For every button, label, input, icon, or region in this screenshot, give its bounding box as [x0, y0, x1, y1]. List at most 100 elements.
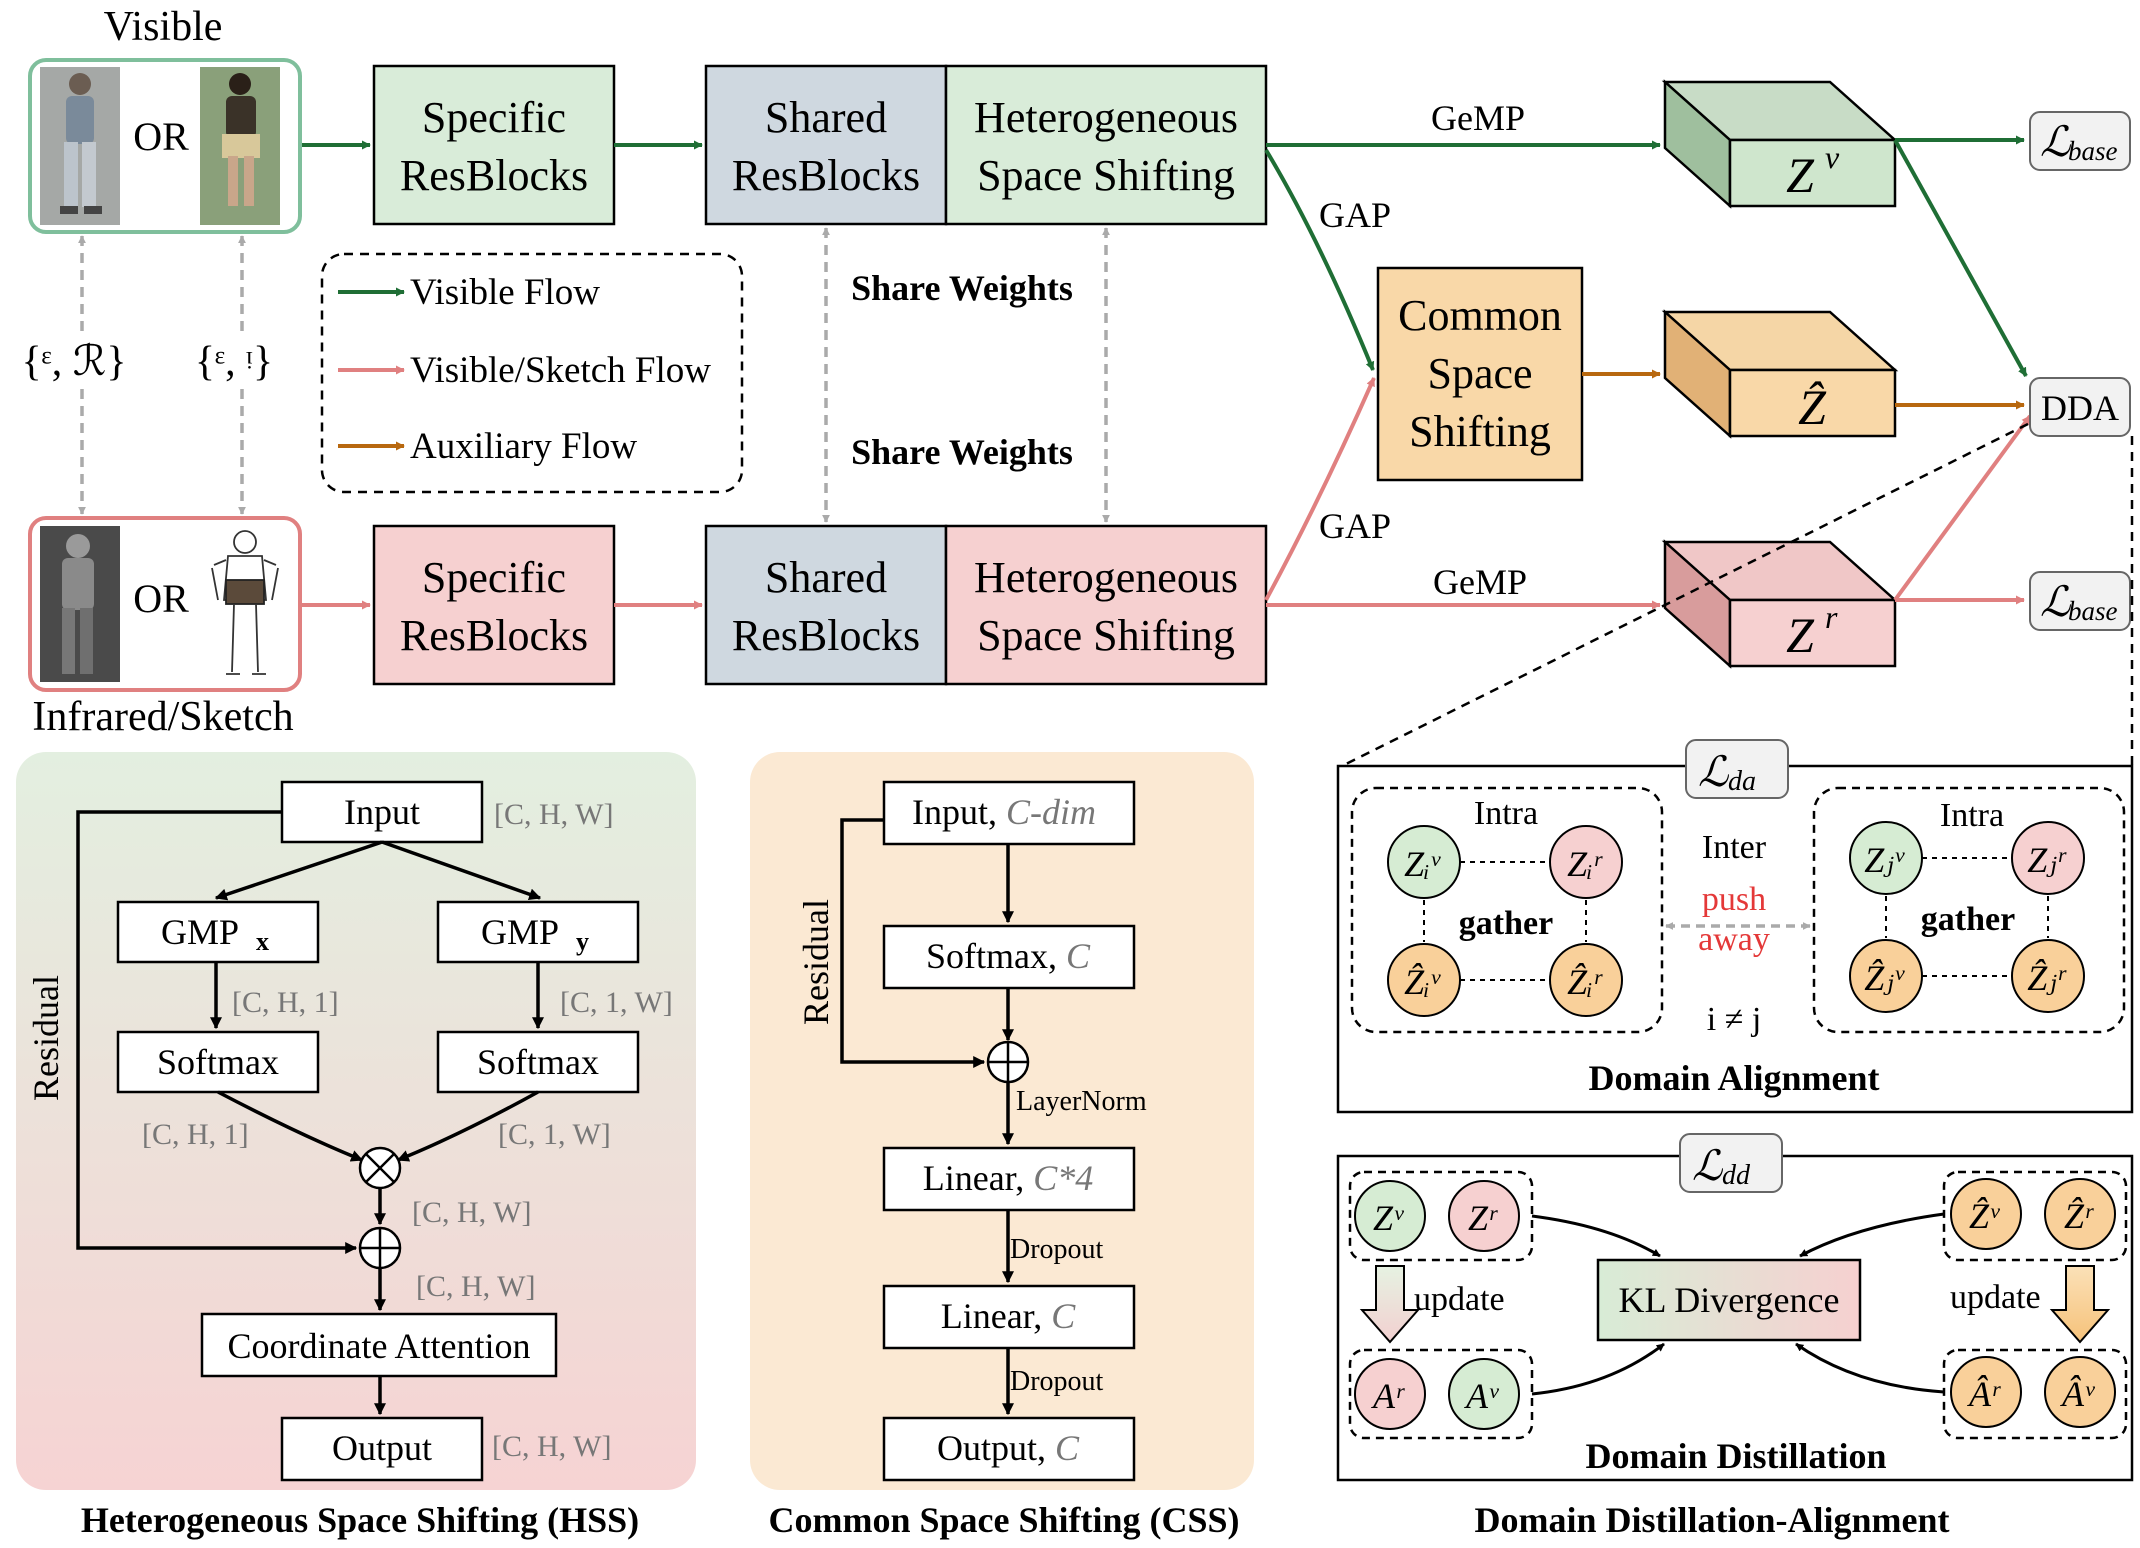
svg-text:ResBlocks: ResBlocks — [732, 151, 920, 200]
vs-pair-label-bg — [172, 332, 302, 388]
svg-text:DDA: DDA — [2041, 388, 2119, 428]
node-zhat-i-r: Ẑᵢʳ — [1549, 943, 1623, 1017]
domain-distillation-title: Domain Distillation — [1585, 1436, 1886, 1476]
hss-gmp-x: GMP — [161, 912, 239, 952]
svg-text:Input, C-dim: Input, C-dim — [912, 792, 1096, 832]
css-input: Input, — [912, 792, 1006, 832]
domain-distillation-panel: ℒ dd Zᵛ Zʳ Aʳ Aᵛ Ẑᵛ Ẑʳ Âʳ Âᵛ update upda… — [1336, 1133, 2134, 1482]
css-linear-1: Linear, — [923, 1158, 1034, 1198]
share-weights-bg-1 — [838, 262, 1088, 312]
vr-pair-label: {ᵋ, ℛ} — [22, 339, 127, 385]
svg-text:Z: Z — [1786, 607, 1815, 663]
hss-dim-add: [C, H, W] — [416, 1270, 535, 1303]
domain-alignment-panel: ℒ da Intra Intra Zᵢᵛ Zᵢʳ Ẑᵢᵛ Ẑᵢʳ gather … — [1336, 739, 2134, 1114]
gather-label-left: gather — [1459, 905, 1553, 942]
node-zj-v: Zⱼᵛ — [1849, 821, 1923, 895]
svg-text:Shifting: Shifting — [1409, 407, 1551, 456]
vs-pair-label: {ᵋ, ᵎ} — [195, 339, 273, 385]
svg-text:Heterogeneous: Heterogeneous — [974, 553, 1238, 602]
svg-text:Ẑⱼʳ: Ẑⱼʳ — [2027, 958, 2067, 998]
hss-dim-ch1-b: [C, H, 1] — [142, 1118, 249, 1151]
loss-da-badge: ℒ da — [1685, 739, 1789, 799]
hss-dim-ch1-a: [C, H, 1] — [232, 986, 339, 1019]
node-ahat-r-dd: Âʳ — [1950, 1356, 2022, 1428]
svg-text:ResBlocks: ResBlocks — [400, 611, 588, 660]
svg-text:Ẑⱼᵛ: Ẑⱼᵛ — [1864, 958, 1905, 998]
hss-dim-mult: [C, H, W] — [412, 1196, 531, 1229]
share-weights-label-2: Share Weights — [851, 432, 1073, 472]
node-zv-dd: Zᵛ — [1354, 1180, 1426, 1252]
hss-add-icon — [358, 1226, 402, 1270]
visible-person-image-2 — [200, 67, 280, 225]
css-linear-1-dim: C*4 — [1033, 1158, 1093, 1198]
css-linear-2-dim: C — [1051, 1296, 1076, 1336]
svg-text:Softmax, C: Softmax, C — [926, 936, 1091, 976]
visible-label: Visible — [104, 4, 223, 50]
specific-resblocks-visible: Specific ResBlocks — [372, 64, 616, 226]
css-add-icon — [986, 1040, 1030, 1084]
svg-text:Space Shifting: Space Shifting — [977, 611, 1235, 660]
inter-label: Inter — [1702, 829, 1767, 866]
intra-label-right: Intra — [1940, 797, 2004, 834]
node-zi-r: Zᵢʳ — [1549, 825, 1623, 899]
css-softmax-dim: C — [1066, 936, 1091, 976]
kl-divergence: KL Divergence — [1619, 1280, 1840, 1320]
feature-zv-cube: Z v — [1661, 79, 1899, 209]
update-label-right: update — [1950, 1279, 2041, 1316]
hss-output: Output — [332, 1428, 432, 1468]
legend-auxiliary-flow: Auxiliary Flow — [410, 426, 637, 467]
css-residual-label: Residual — [796, 899, 836, 1025]
css-layernorm: LayerNorm — [1016, 1086, 1147, 1117]
svg-text:base: base — [2068, 136, 2118, 166]
svg-text:Space Shifting: Space Shifting — [977, 151, 1235, 200]
loss-dd-badge: ℒ dd — [1679, 1133, 1783, 1193]
hss-gmp-y-sub: y — [576, 927, 589, 956]
css-block: Common Space Shifting — [1376, 266, 1584, 482]
node-zr-dd: Zʳ — [1448, 1180, 1520, 1252]
svg-text:da: da — [1728, 766, 1756, 797]
hss-coordinate-attention: Coordinate Attention — [228, 1326, 531, 1366]
gemp-label-infrared: GeMP — [1433, 562, 1527, 602]
svg-text:ResBlocks: ResBlocks — [732, 611, 920, 660]
css-input-dim: C-dim — [1006, 792, 1096, 832]
css-softmax: Softmax, — [926, 936, 1066, 976]
dda-caption: Domain Distillation-Alignment — [1474, 1500, 1949, 1540]
hss-block-visible: Heterogeneous Space Shifting — [944, 64, 1268, 226]
svg-text:Specific: Specific — [422, 93, 566, 142]
shared-resblocks-infrared: Shared ResBlocks — [704, 524, 948, 686]
i-neq-j-label: i ≠ j — [1707, 1001, 1762, 1038]
infrared-sketch-label: Infrared/Sketch — [32, 694, 293, 740]
svg-text:ℒ: ℒ — [1698, 750, 1729, 796]
svg-text:Ẑᵢᵛ: Ẑᵢᵛ — [1404, 962, 1441, 1002]
legend-visible-flow: Visible Flow — [410, 272, 600, 313]
svg-text:Ẑᵢʳ: Ẑᵢʳ — [1567, 962, 1603, 1002]
hss-dim-c1w-a: [C, 1, W] — [560, 986, 673, 1019]
visible-person-image-1 — [40, 67, 120, 225]
hss-dim-c1w-b: [C, 1, W] — [498, 1118, 611, 1151]
node-zhat-r-dd: Ẑʳ — [2044, 1178, 2116, 1250]
svg-text:Shared: Shared — [765, 93, 887, 142]
push-label: push — [1702, 881, 1766, 918]
node-zi-v: Zᵢᵛ — [1387, 825, 1461, 899]
loss-base-visible: ℒ base — [2029, 111, 2131, 171]
sketch-person-image — [211, 530, 279, 675]
node-zj-r: Zⱼʳ — [2011, 821, 2085, 895]
svg-text:Linear, C: Linear, C — [941, 1296, 1077, 1336]
svg-text:Zʳ: Zʳ — [1468, 1198, 1498, 1238]
svg-text:base: base — [2068, 596, 2118, 626]
hss-softmax-y: Softmax — [477, 1042, 599, 1082]
css-output: Output, — [937, 1428, 1055, 1468]
css-output-dim: C — [1055, 1428, 1080, 1468]
hss-gmp-y: GMP — [481, 912, 559, 952]
hss-residual-label: Residual — [26, 975, 66, 1101]
node-zhat-j-v: Ẑⱼᵛ — [1849, 939, 1923, 1013]
away-label: away — [1698, 921, 1770, 958]
domain-alignment-title: Domain Alignment — [1588, 1058, 1879, 1098]
vr-pair-label-bg — [8, 332, 138, 388]
node-av-dd: Aᵛ — [1448, 1358, 1520, 1430]
svg-text:Z: Z — [1786, 147, 1815, 203]
css-caption: Common Space Shifting (CSS) — [768, 1500, 1239, 1540]
hss-gmp-x-sub: x — [256, 927, 269, 956]
svg-text:Zᵛ: Zᵛ — [1373, 1198, 1404, 1238]
node-zhat-j-r: Ẑⱼʳ — [2011, 939, 2085, 1013]
